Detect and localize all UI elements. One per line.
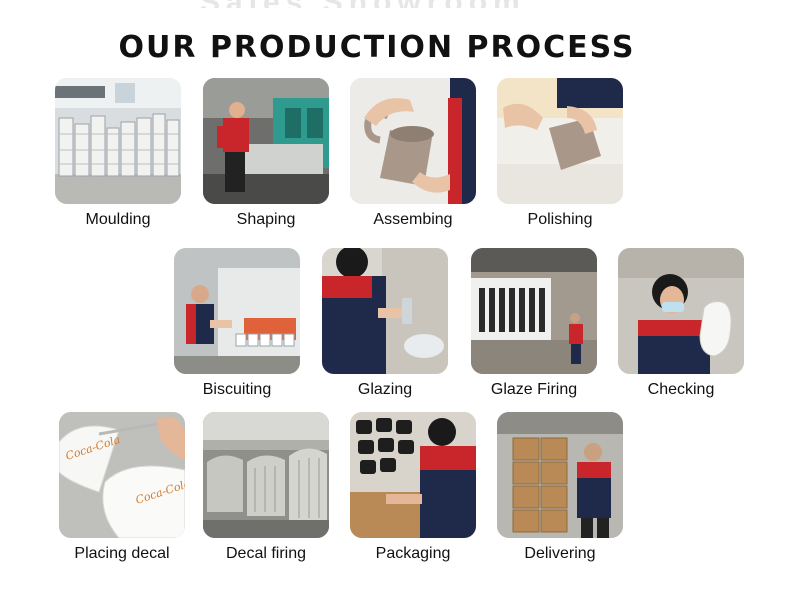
placing-decal-photo: Coca-Cola Coca-Cola [59, 412, 185, 538]
step-shaping: Shaping [203, 78, 329, 228]
step-decal-firing: Decal firing [203, 412, 329, 562]
step-biscuiting: Biscuiting [174, 248, 300, 398]
step-glaze-firing: Glaze Firing [471, 248, 597, 398]
step-label: Glaze Firing [490, 381, 578, 398]
step-label: Checking [647, 381, 715, 398]
step-label: Assembing [373, 211, 453, 228]
step-label: Polishing [527, 211, 593, 228]
faint-header-text: Sales Showroom [200, 0, 560, 8]
step-placing-decal: Coca-Cola Coca-Cola Placing decal [59, 412, 185, 562]
step-label: Packaging [375, 545, 451, 562]
page-title: OUR PRODUCTION PROCESS [118, 30, 636, 65]
step-label: Placing decal [74, 545, 170, 562]
assembling-photo [350, 78, 476, 204]
polishing-photo [497, 78, 623, 204]
biscuiting-photo [174, 248, 300, 374]
step-label: Biscuiting [202, 381, 272, 398]
step-label: Moulding [85, 211, 151, 228]
glazing-photo [322, 248, 448, 374]
delivering-photo [497, 412, 623, 538]
step-packaging: Packaging [350, 412, 476, 562]
shaping-photo [203, 78, 329, 204]
step-label: Decal firing [225, 545, 307, 562]
decal-firing-photo [203, 412, 329, 538]
step-assembling: Assembing [350, 78, 476, 228]
step-label: Glazing [357, 381, 413, 398]
packaging-photo [350, 412, 476, 538]
step-label: Delivering [524, 545, 596, 562]
moulding-photo [55, 78, 181, 204]
step-glazing: Glazing [322, 248, 448, 398]
step-checking: Checking [618, 248, 744, 398]
glaze-firing-photo [471, 248, 597, 374]
step-label: Shaping [236, 211, 296, 228]
step-moulding: Moulding [55, 78, 181, 228]
checking-photo [618, 248, 744, 374]
step-delivering: Delivering [497, 412, 623, 562]
step-polishing: Polishing [497, 78, 623, 228]
